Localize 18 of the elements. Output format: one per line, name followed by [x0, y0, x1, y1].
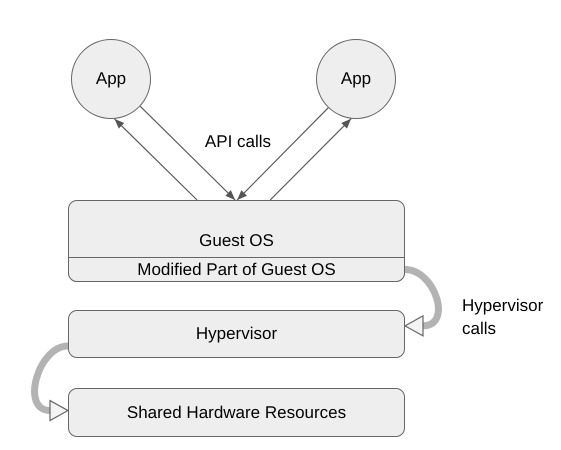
arrow — [270, 118, 352, 200]
arrow — [140, 106, 236, 200]
curved-arrow — [31, 342, 69, 421]
box-title: Guest OS — [199, 231, 274, 251]
edge-label: Hypervisor calls — [462, 295, 544, 340]
node-label: Hypervisor — [196, 324, 278, 344]
layer-band — [68, 257, 405, 282]
node-label: App — [340, 69, 372, 89]
layer-box — [68, 310, 405, 358]
layer-box — [68, 200, 405, 282]
node-label: App — [96, 69, 126, 89]
node-label: Shared Hardware Resources — [126, 402, 346, 422]
arrow — [114, 118, 198, 200]
curved-arrow — [404, 266, 442, 336]
layer-box — [68, 388, 405, 437]
annotation-label: API calls — [204, 131, 272, 153]
arrow — [236, 107, 329, 200]
node-label: Modified Part of Guest OS — [137, 260, 336, 280]
